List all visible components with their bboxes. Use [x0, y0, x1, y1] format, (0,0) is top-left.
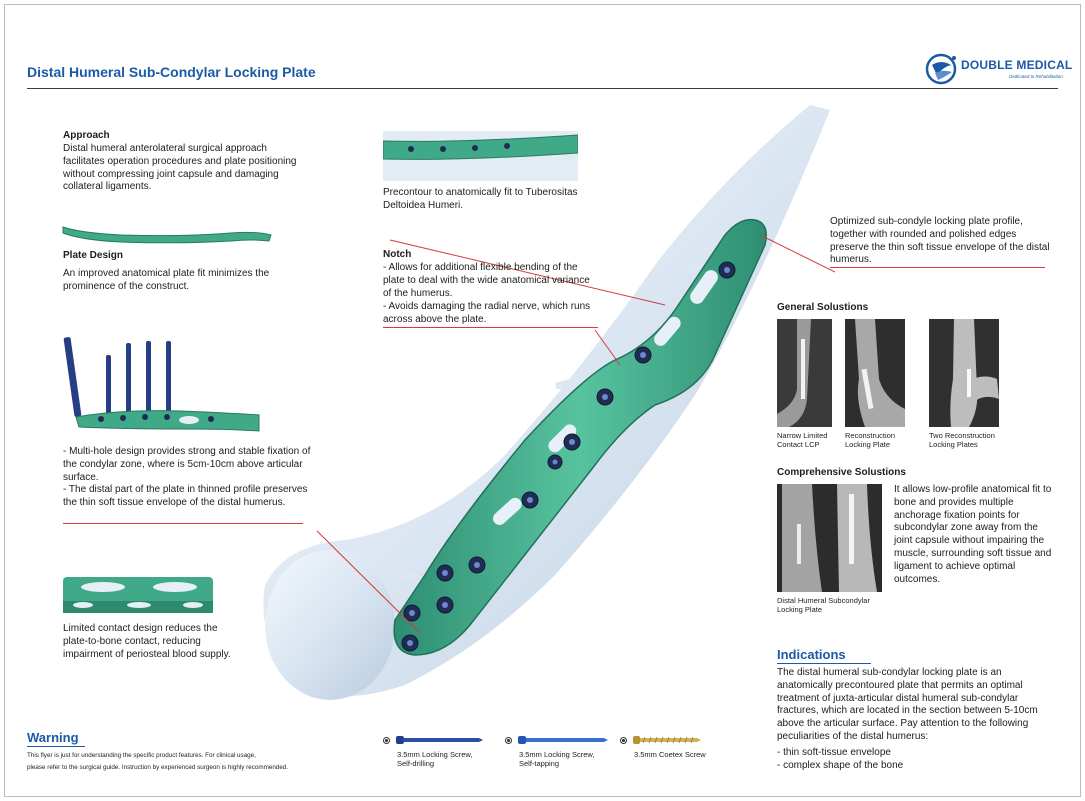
radio-indicator	[505, 736, 512, 744]
double-medical-logo-icon	[925, 53, 957, 85]
screw-option-cortex: 3.5mm Coetex Screw	[620, 735, 730, 759]
xray-narrow-lcp	[777, 319, 832, 427]
precontour-detail-image	[383, 131, 578, 181]
precontour-text: Precontour to anatomically fit to Tubero…	[383, 187, 578, 211]
leader-line	[383, 327, 598, 328]
plate-side-view-image	[62, 226, 272, 244]
xray-reconstruction-plate	[845, 319, 905, 427]
screw-1-line-1: 3.5mm Locking Screw,	[397, 750, 473, 759]
humerus-plate-illustration	[263, 105, 835, 700]
product-flyer: Distal Humeral Sub-Condylar Locking Plat…	[4, 4, 1081, 797]
logo-tagline: Dedicated to Rehabilitation	[1009, 74, 1063, 79]
humerus-condyle	[265, 550, 395, 700]
plate-design-text: An improved anatomical plate fit minimiz…	[63, 268, 270, 292]
screw-2-line-1: 3.5mm Locking Screw,	[519, 750, 595, 759]
general-item-3: Two Reconstruction Locking Plates	[929, 431, 995, 449]
screw-option-self-tapping: 3.5mm Locking Screw, Self-tapping	[505, 735, 615, 768]
locking-plate	[393, 218, 767, 656]
indication-item-2: - complex shape of the bone	[777, 760, 904, 771]
leader-line	[63, 523, 303, 524]
profile-text: Optimized sub-condyle locking plate prof…	[830, 216, 1050, 266]
xray-distal-humeral-plate	[777, 484, 882, 592]
header-divider	[27, 88, 1058, 89]
indication-item-1: - thin soft-tissue envelope	[777, 747, 891, 758]
limited-contact-text: Limited contact design reduces the plate…	[63, 623, 231, 660]
screw-1-line-2: Self-drilling	[397, 759, 435, 768]
multihole-point-1: - Multi-hole design provides strong and …	[63, 446, 311, 483]
radio-indicator	[620, 736, 627, 744]
indications-underline	[777, 663, 871, 664]
plate-design-title: Plate Design	[63, 250, 124, 261]
screw-3-line-1: 3.5mm Coetex Screw	[634, 750, 706, 759]
warning-line-1: This flyer is just for understanding the…	[27, 752, 256, 759]
locking-screw-self-tapping-icon	[518, 736, 608, 744]
notch-point-1: - Allows for additional flexible bending…	[383, 262, 590, 299]
comprehensive-text: It allows low-profile anatomical fit to …	[894, 484, 1052, 585]
indications-title: Indications	[777, 647, 846, 662]
multihole-point-2: - The distal part of the plate in thinne…	[63, 484, 308, 508]
xray-two-reconstruction-plates	[929, 319, 999, 427]
locking-screw-self-drilling-icon	[395, 736, 483, 744]
cortex-screw-icon	[633, 736, 701, 744]
notch-title: Notch	[383, 249, 412, 260]
warning-title: Warning	[27, 730, 79, 745]
brand-logo: DOUBLE MEDICAL Dedicated to Rehabilitati…	[925, 51, 1072, 87]
page-title: Distal Humeral Sub-Condylar Locking Plat…	[27, 64, 316, 80]
leader-line	[830, 267, 1045, 268]
indications-text: The distal humeral sub-condylar locking …	[777, 667, 1038, 742]
multi-hole-plate-image	[63, 337, 260, 432]
general-item-1: Narrow Limited Contact LCP	[777, 431, 828, 449]
comprehensive-caption: Distal Humeral Subcondylar Locking Plate	[777, 596, 870, 614]
humerus-bone	[263, 105, 830, 697]
notch-point-2: - Avoids damaging the radial nerve, whic…	[383, 301, 591, 325]
general-solutions-title: General Solustions	[777, 302, 869, 313]
approach-title: Approach	[63, 130, 110, 141]
radio-indicator	[383, 736, 390, 744]
screw-option-self-drilling: 3.5mm Locking Screw, Self-drilling	[383, 735, 483, 768]
screw-2-line-2: Self-tapping	[519, 759, 560, 768]
limited-contact-image	[63, 577, 213, 613]
warning-underline	[27, 746, 85, 747]
approach-text: Distal humeral anterolateral surgical ap…	[63, 143, 297, 193]
warning-line-2: please refer to the surgical guide. Inst…	[27, 764, 289, 771]
logo-name: DOUBLE MEDICAL	[961, 58, 1073, 72]
general-item-2: Reconstruction Locking Plate	[845, 431, 896, 449]
comprehensive-solutions-title: Comprehensive Solustions	[777, 467, 906, 478]
